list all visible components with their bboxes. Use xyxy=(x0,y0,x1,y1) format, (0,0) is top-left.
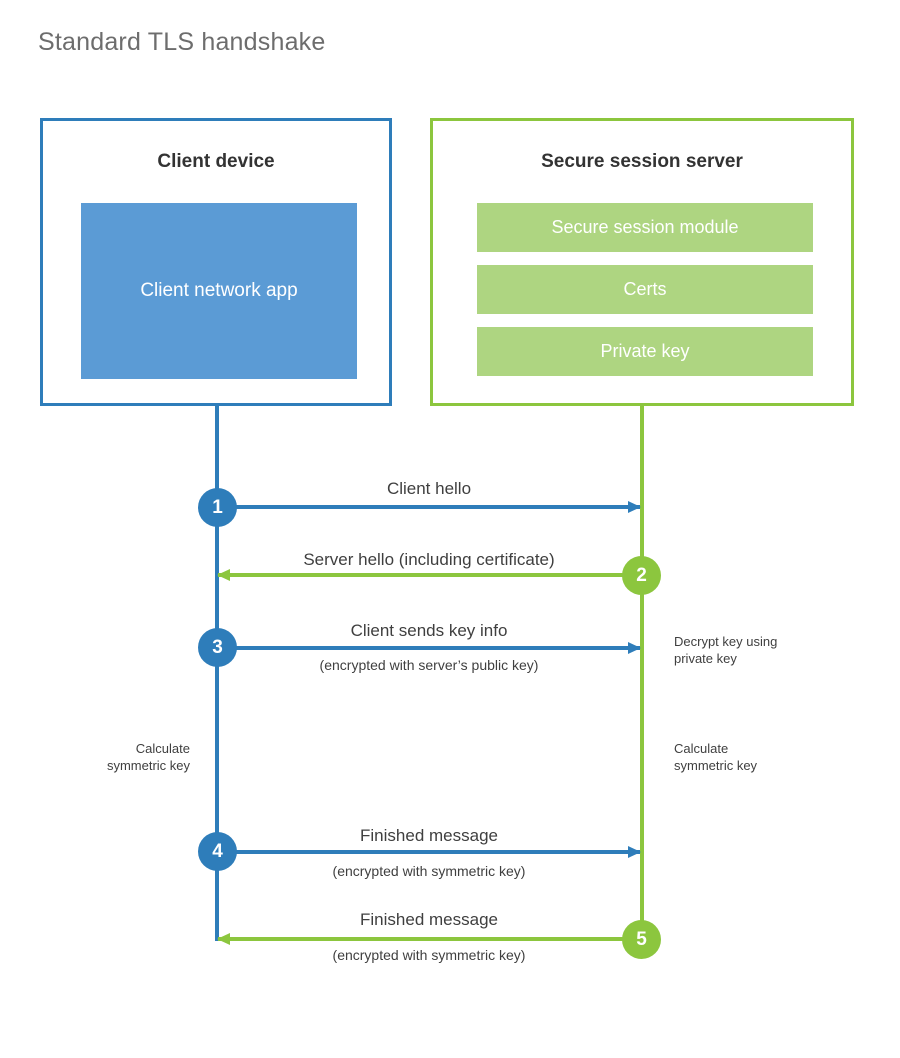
arrow-shaft xyxy=(218,505,640,509)
step-4-arrow xyxy=(218,842,641,862)
arrow-head-right-icon xyxy=(628,846,641,858)
step-2-arrow xyxy=(217,565,640,585)
client-device-title: Client device xyxy=(157,151,275,172)
arrow-shaft xyxy=(218,573,640,577)
server-component-certs: Certs xyxy=(477,265,813,314)
secure-session-server-box: Secure session server Secure session mod… xyxy=(430,118,854,406)
note-decrypt-key: Decrypt key using private key xyxy=(674,633,854,667)
arrow-head-left-icon xyxy=(217,933,230,945)
step-1-arrow xyxy=(218,497,641,517)
step-3-arrow xyxy=(218,638,641,658)
step-marker-1[interactable]: 1 xyxy=(198,488,237,527)
note-decrypt-key-line-1: Decrypt key using xyxy=(674,634,778,649)
page-title: Standard TLS handshake xyxy=(38,28,326,56)
step-4-sublabel: (encrypted with symmetric key) xyxy=(332,863,526,879)
step-1-label: Client hello xyxy=(386,479,472,498)
step-4-label: Finished message xyxy=(360,826,498,845)
client-network-app-block: Client network app xyxy=(81,203,357,379)
note-server-calculate-symmetric-key: Calculate symmetric key xyxy=(674,740,834,774)
arrow-shaft xyxy=(218,850,640,854)
client-device-box: Client device Client network app xyxy=(40,118,392,406)
arrow-shaft xyxy=(218,937,640,941)
step-marker-5[interactable]: 5 xyxy=(622,920,661,959)
note-client-calc-line-1: Calculate xyxy=(135,741,190,756)
arrow-head-left-icon xyxy=(217,569,230,581)
step-3-sublabel: (encrypted with server’s public key) xyxy=(319,657,539,673)
server-lifeline xyxy=(640,405,644,941)
step-5-arrow xyxy=(217,929,640,949)
server-component-private-key: Private key xyxy=(477,327,813,376)
arrow-shaft xyxy=(218,646,640,650)
note-client-calculate-symmetric-key: Calculate symmetric key xyxy=(40,740,190,774)
secure-session-server-title: Secure session server xyxy=(541,151,743,172)
note-client-calc-line-2: symmetric key xyxy=(106,758,190,774)
step-marker-3[interactable]: 3 xyxy=(198,628,237,667)
note-decrypt-key-line-2: private key xyxy=(674,651,737,667)
step-marker-4[interactable]: 4 xyxy=(198,832,237,871)
client-lifeline xyxy=(215,405,219,941)
note-server-calc-line-1: Calculate xyxy=(674,741,729,756)
server-component-secure-session-module: Secure session module xyxy=(477,203,813,252)
note-server-calc-line-2: symmetric key xyxy=(674,758,758,774)
step-3-label: Client sends key info xyxy=(350,621,508,640)
arrow-head-right-icon xyxy=(628,642,641,654)
arrow-head-right-icon xyxy=(628,501,641,513)
step-marker-2[interactable]: 2 xyxy=(622,556,661,595)
step-2-label: Server hello (including certificate) xyxy=(303,550,555,569)
step-5-label: Finished message xyxy=(360,910,498,929)
step-5-sublabel: (encrypted with symmetric key) xyxy=(332,947,526,963)
